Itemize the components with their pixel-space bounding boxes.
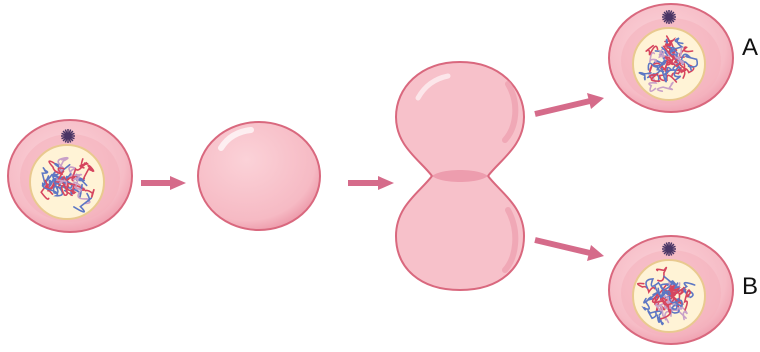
arrow-right-icon bbox=[141, 176, 186, 190]
label-a: A bbox=[742, 36, 758, 60]
nucleus bbox=[30, 145, 104, 219]
parent-cell bbox=[8, 120, 132, 232]
dividing-cell bbox=[396, 62, 524, 290]
centrosome-core bbox=[667, 247, 672, 252]
centrosome-icon bbox=[662, 10, 676, 24]
centrosome-icon bbox=[61, 129, 75, 143]
arrow-up-right-icon bbox=[535, 93, 604, 114]
centrosome-core bbox=[66, 134, 71, 139]
nucleus bbox=[633, 28, 705, 100]
rounded-cell bbox=[198, 122, 320, 230]
centrosome-icon bbox=[662, 242, 676, 256]
centrosome-core bbox=[667, 15, 672, 20]
arrow-down-right-icon bbox=[535, 240, 604, 261]
nucleus bbox=[633, 260, 705, 332]
label-b: B bbox=[742, 275, 758, 299]
daughter-cell-a bbox=[609, 4, 733, 112]
daughter-cell-b bbox=[609, 236, 733, 344]
arrow-right-icon bbox=[348, 176, 394, 190]
